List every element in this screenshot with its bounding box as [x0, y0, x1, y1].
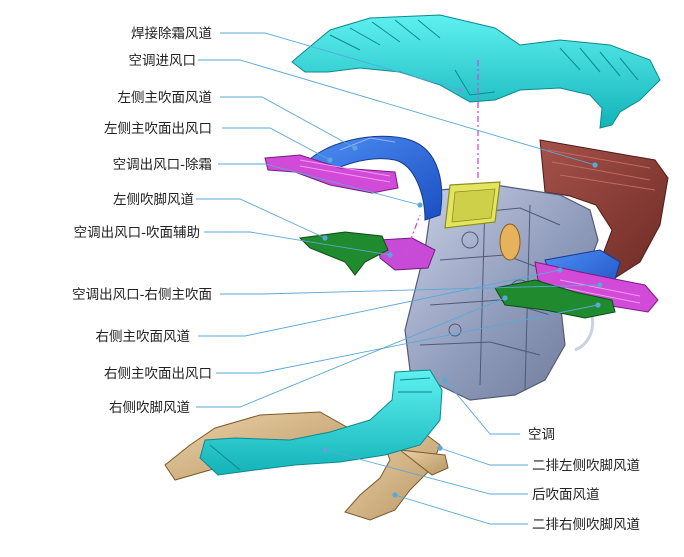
inlet-ribs — [547, 149, 656, 191]
ac-orange-port — [499, 223, 521, 261]
label-ac-outlet-face-aux: 空调出风口-吹面辅助 — [74, 225, 200, 241]
defrost-outlet-grille — [299, 159, 391, 183]
right-outlet-grille — [559, 279, 641, 304]
label-ac-outlet-defrost: 空调出风口-除霜 — [113, 157, 212, 173]
rear-face-duct-shape — [199, 369, 443, 476]
duct-highlight — [339, 137, 396, 151]
label-right-foot-duct: 右侧吹脚风道 — [109, 400, 190, 416]
defrost-outlet-shape — [264, 154, 399, 194]
label-left-main-face-duct: 左侧主吹面风道 — [118, 90, 213, 106]
left-foot-duct-shape — [298, 231, 389, 276]
left-main-face-duct-shape — [299, 135, 443, 221]
label-ac-inlet: 空调进风口 — [129, 53, 197, 69]
label-ac-outlet-right-main-face: 空调出风口-右侧主吹面 — [72, 287, 212, 303]
leader-lines — [196, 32, 601, 525]
label-right-main-face-duct: 右侧主吹面风道 — [96, 329, 191, 345]
label-left-main-face-outlet: 左侧主吹面出风口 — [104, 121, 212, 137]
label-weld-defrost-duct: 焊接除霜风道 — [131, 25, 212, 42]
filter-inner — [451, 188, 496, 223]
weld-defrost-duct-shape — [291, 14, 661, 129]
rear-face-duct-edges — [209, 377, 432, 471]
defrost-duct-ribs — [329, 19, 639, 96]
label-rear-right-foot-duct: 二排右侧吹脚风道 — [532, 517, 640, 533]
leader-dots — [322, 87, 603, 498]
label-rear-face-duct: 后吹面风道 — [532, 487, 600, 503]
label-rear-left-foot-duct: 二排左侧吹脚风道 — [532, 458, 640, 474]
label-left-foot-duct: 左侧吹脚风道 — [113, 192, 194, 208]
label-ac-unit: 空调 — [528, 427, 555, 443]
right-labels: 空调 二排左侧吹脚风道 后吹面风道 二排右侧吹脚风道 — [528, 427, 640, 533]
label-right-main-face-outlet: 右侧主吹面出风口 — [104, 366, 212, 382]
left-labels: 焊接除霜风道 空调进风口 左侧主吹面风道 左侧主吹面出风口 空调出风口-除霜 左… — [72, 25, 212, 416]
right-foot-duct-shape — [494, 279, 616, 319]
rear-duct-tab — [398, 449, 449, 476]
